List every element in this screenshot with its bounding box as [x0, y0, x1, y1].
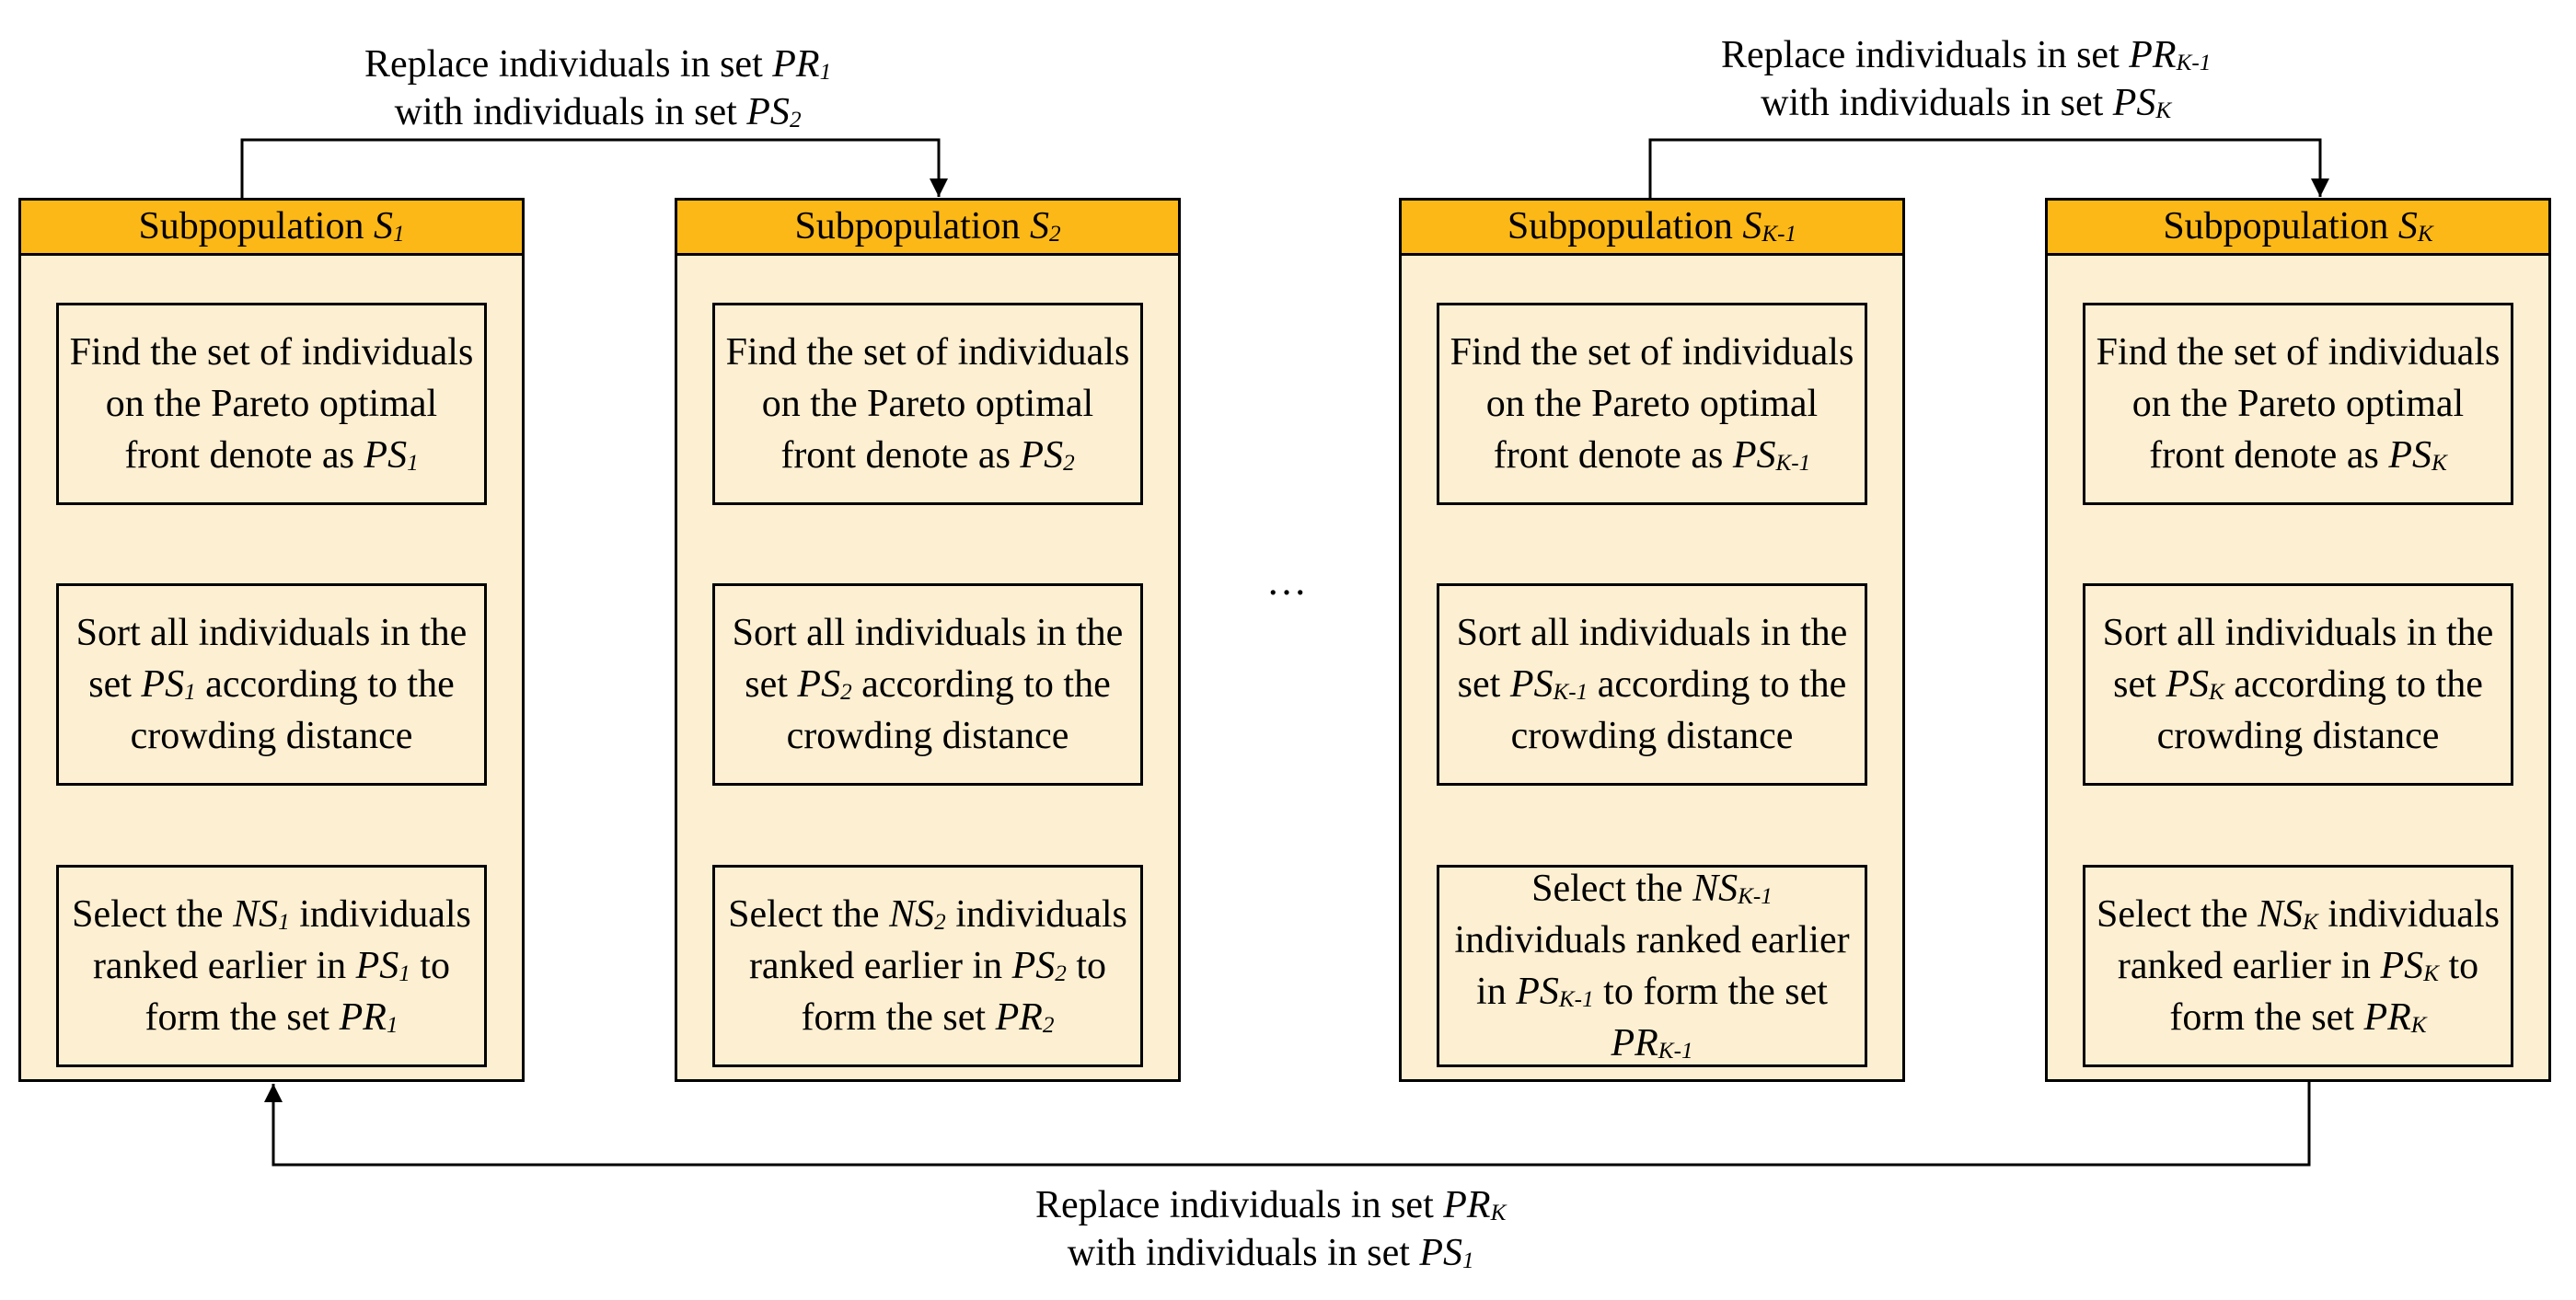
exchange-label-bottom: Replace individuals in set PRK with indi…: [1035, 1184, 1507, 1274]
math-variable: PS: [1011, 945, 1056, 987]
math-subscript: K-1: [1775, 451, 1811, 477]
subpopulation-header: Subpopulation S1: [21, 201, 522, 256]
step-find-pareto-front: Find the set of individuals on the Paret…: [1437, 303, 1867, 505]
math-variable: S: [1029, 205, 1049, 247]
math-subscript: 1: [278, 910, 290, 936]
math-subscript: K: [2302, 910, 2318, 936]
exchange-arrow-s1-to-s2: [240, 138, 948, 198]
math-subscript: 2: [1042, 1013, 1055, 1039]
math-variable: PS: [1419, 1232, 1463, 1274]
math-variable: NS: [233, 893, 279, 936]
step-select-individuals: Select the NS1 individuals ranked earlie…: [56, 865, 487, 1067]
math-variable: PS: [364, 434, 408, 477]
math-variable: PS: [141, 663, 185, 706]
math-variable: NS: [1692, 868, 1739, 910]
math-variable: NS: [2257, 893, 2303, 936]
math-variable: PS: [1020, 434, 1064, 477]
math-subscript: 1: [184, 680, 196, 706]
math-variable: PR: [995, 996, 1043, 1039]
math-subscript: K-1: [1553, 680, 1588, 706]
math-variable: PS: [2380, 945, 2424, 987]
subpopulation-panel-2: Subpopulation S2 Find the set of individ…: [675, 198, 1181, 1082]
subpopulation-panel-1: Subpopulation S1 Find the set of individ…: [18, 198, 525, 1082]
math-subscript: 2: [789, 108, 802, 133]
math-variable: PS: [746, 91, 790, 133]
ellipsis: …: [1266, 558, 1307, 604]
math-variable: PR: [1443, 1184, 1491, 1226]
math-subscript: 1: [407, 451, 419, 477]
math-variable: PS: [2166, 663, 2209, 706]
step-find-pareto-front: Find the set of individuals on the Paret…: [2083, 303, 2513, 505]
math-subscript: 2: [1055, 961, 1067, 987]
math-subscript: K: [1490, 1201, 1507, 1226]
step-find-pareto-front: Find the set of individuals on the Paret…: [712, 303, 1143, 505]
math-variable: PR: [2363, 996, 2411, 1039]
step-sort-crowding-distance: Sort all individuals in the set PS1 acco…: [56, 583, 487, 786]
math-subscript: K: [2417, 222, 2433, 247]
math-variable: NS: [889, 893, 935, 936]
step-find-pareto-front: Find the set of individuals on the Paret…: [56, 303, 487, 505]
math-subscript: 1: [1462, 1248, 1474, 1274]
math-variable: PS: [797, 663, 841, 706]
step-sort-crowding-distance: Sort all individuals in the set PSK-1 ac…: [1437, 583, 1867, 786]
math-subscript: 1: [386, 1013, 399, 1039]
math-variable: S: [1742, 205, 1762, 247]
math-subscript: K-1: [1738, 884, 1773, 910]
math-subscript: K: [2423, 961, 2439, 987]
math-variable: S: [373, 205, 393, 247]
math-variable: PR: [2129, 34, 2177, 76]
exchange-label-top-left: Replace individuals in set PR1 with indi…: [364, 43, 832, 133]
step-select-individuals: Select the NS2 individuals ranked earlie…: [712, 865, 1143, 1067]
math-variable: PS: [2388, 434, 2432, 477]
math-variable: PS: [1516, 971, 1559, 1013]
math-subscript: 2: [840, 680, 852, 706]
exchange-label-top-right: Replace individuals in set PRK-1 with in…: [1721, 34, 2212, 124]
step-sort-crowding-distance: Sort all individuals in the set PSK acco…: [2083, 583, 2513, 786]
subpopulation-header: Subpopulation SK: [2048, 201, 2548, 256]
subpopulation-header: Subpopulation SK-1: [1402, 201, 1902, 256]
math-subscript: K: [2155, 98, 2172, 124]
math-subscript: 2: [934, 910, 946, 936]
math-variable: PS: [1732, 434, 1776, 477]
math-subscript: 1: [392, 222, 405, 247]
math-subscript: K-1: [2176, 51, 2212, 76]
math-variable: S: [2397, 205, 2418, 247]
subpopulation-panel-k: Subpopulation SK Find the set of individ…: [2045, 198, 2551, 1082]
math-variable: PR: [1611, 1022, 1658, 1064]
step-select-individuals: Select the NSK-1 individuals ranked earl…: [1437, 865, 1867, 1067]
math-variable: PS: [2112, 82, 2156, 124]
exchange-arrow-sk1-to-sk: [1648, 138, 2329, 198]
math-subscript: K-1: [1658, 1039, 1693, 1064]
math-variable: PR: [339, 996, 387, 1039]
subpopulation-panel-k-minus-1: Subpopulation SK-1 Find the set of indiv…: [1399, 198, 1905, 1082]
exchange-arrow-sk-to-s1: [264, 1082, 2311, 1167]
step-sort-crowding-distance: Sort all individuals in the set PS2 acco…: [712, 583, 1143, 786]
math-subscript: 1: [399, 961, 410, 987]
math-subscript: K: [2431, 451, 2447, 477]
math-subscript: 2: [1048, 222, 1061, 247]
math-subscript: 1: [819, 60, 832, 86]
math-subscript: K: [2208, 680, 2224, 706]
math-variable: PS: [1509, 663, 1554, 706]
math-subscript: K: [2410, 1013, 2427, 1039]
math-subscript: 2: [1063, 451, 1075, 477]
math-variable: PS: [355, 945, 399, 987]
math-subscript: K-1: [1762, 222, 1797, 247]
math-variable: PR: [772, 43, 820, 86]
math-subscript: K-1: [1558, 987, 1594, 1013]
subpopulation-header: Subpopulation S2: [677, 201, 1178, 256]
step-select-individuals: Select the NSK individuals ranked earlie…: [2083, 865, 2513, 1067]
